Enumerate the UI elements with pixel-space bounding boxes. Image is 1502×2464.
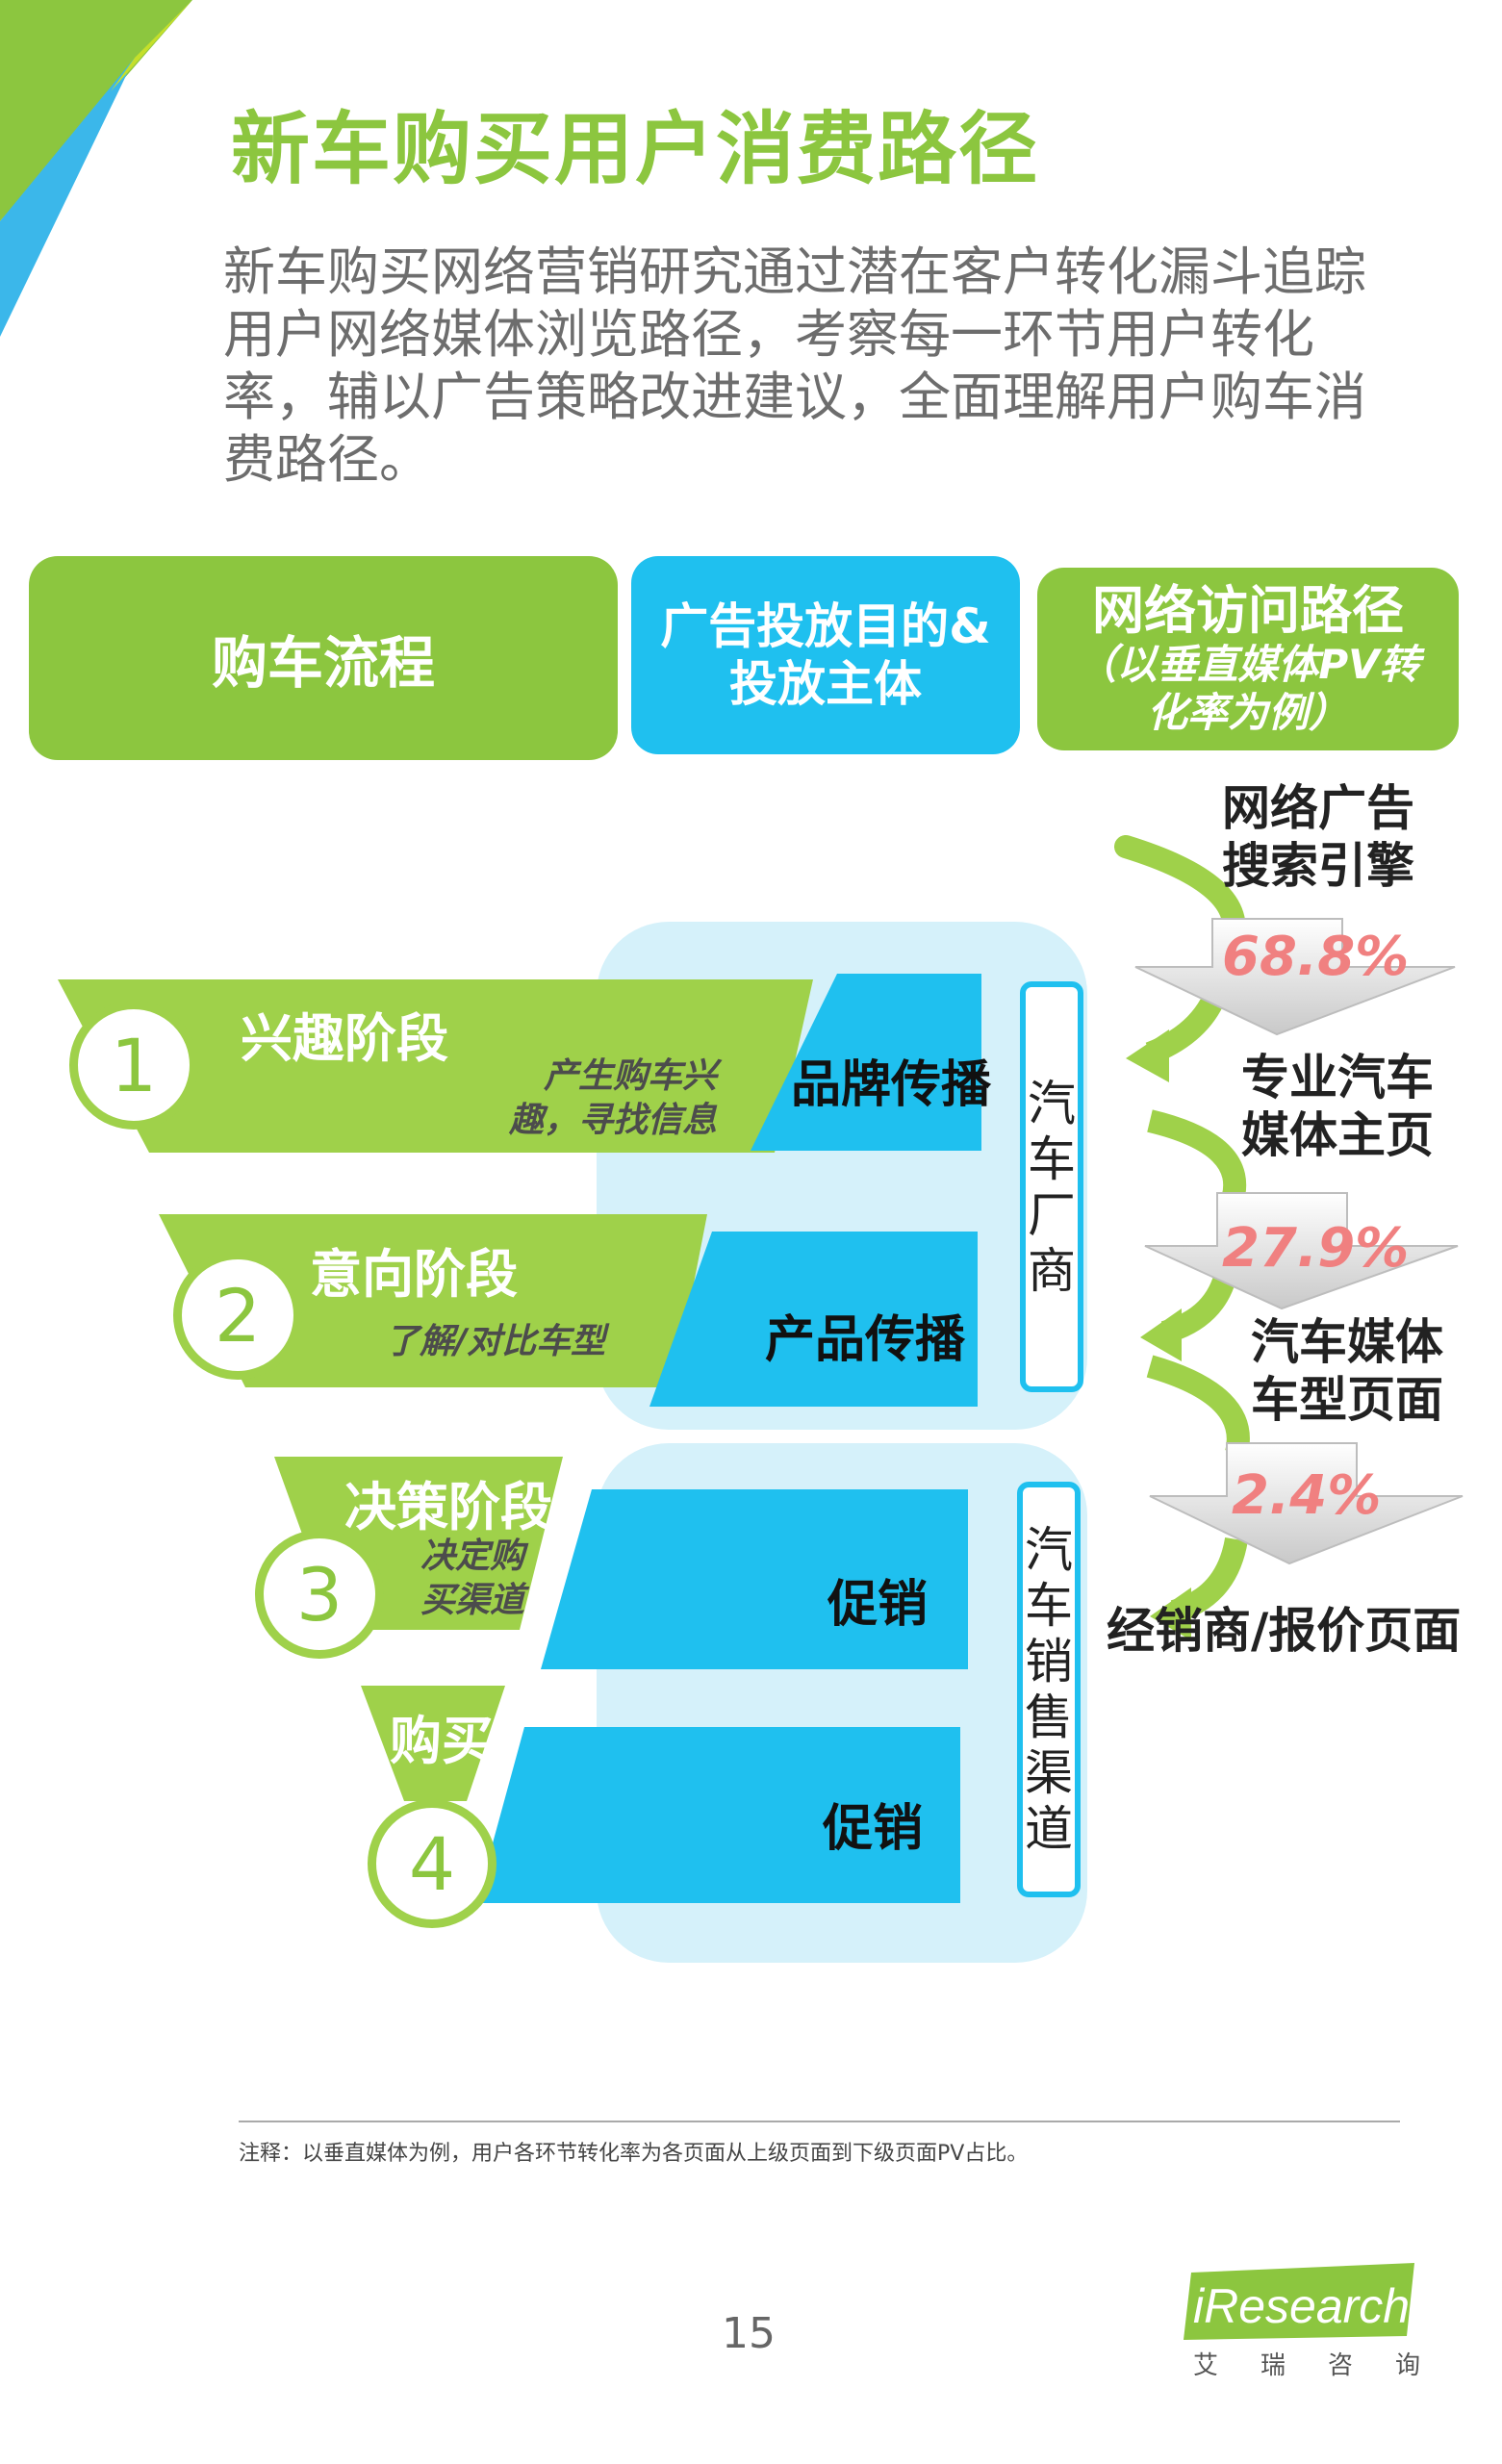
conversion-rate-2: 27.9% [1222, 1217, 1410, 1280]
conversion-rate-3: 2.4% [1232, 1464, 1382, 1527]
stage-1-name: 兴趣阶段 [241, 1008, 448, 1069]
action-3-label: 促销 [827, 1576, 929, 1634]
iresearch-logo: iResearch [1193, 2279, 1411, 2333]
stage-2-desc: 了解/对比车型 [385, 1322, 606, 1361]
path-node-dealer-page: 经销商/报价页面 [1107, 1603, 1462, 1659]
stage-1-banner [58, 979, 813, 1153]
column-header-process: 购车流程 [29, 556, 618, 760]
action-2-box [649, 1232, 978, 1407]
path-node-auto-media-home: 专业汽车媒体主页 [1241, 1050, 1434, 1163]
curve-arrow-2 [1147, 1109, 1247, 1207]
down-arrow-3 [1149, 1442, 1464, 1565]
action-1-box [751, 974, 981, 1151]
stage-3-number: 3 [255, 1530, 384, 1659]
stage-2-number: 2 [173, 1251, 302, 1380]
path-node-ads-search: 网络广告搜索引擎 [1222, 780, 1414, 894]
page-title: 新车购买用户消费路径 [231, 104, 1040, 195]
stage-4-number: 4 [368, 1799, 496, 1928]
action-4-box [476, 1727, 960, 1903]
stage-1-desc: 产生购车兴趣，寻找信息 [508, 1056, 717, 1140]
stage-1-number: 1 [69, 1001, 198, 1130]
conversion-rate-1: 68.8% [1222, 926, 1410, 988]
curve-arrow-3 [1146, 1355, 1250, 1456]
iresearch-logo-subtitle: 艾瑞咨询 [1193, 2351, 1464, 2380]
corner-decoration-lime [111, 0, 192, 91]
page-number: 15 [722, 2309, 776, 2358]
stage-2-name: 意向阶段 [310, 1244, 518, 1305]
down-arrow-1 [1134, 918, 1456, 1036]
action-3-box [541, 1489, 968, 1669]
intro-paragraph: 新车购买网络营销研究通过潜在客户转化漏斗追踪用户网络媒体浏览路径，考察每一环节用… [223, 241, 1366, 490]
stage-3-desc: 决定购买渠道 [420, 1537, 524, 1620]
path-node-model-page: 汽车媒体车型页面 [1251, 1314, 1443, 1428]
stage-3-name: 决策阶段 [344, 1477, 552, 1537]
actor-car-maker: 汽车厂商 [1020, 981, 1083, 1392]
logo-badge [1184, 2263, 1414, 2340]
stage-2-banner [159, 1214, 707, 1387]
column-header-web-path: 网络访问路径 （以垂直媒体PV转 化率为例） [1037, 568, 1459, 750]
stage-4-banner [361, 1686, 505, 1801]
corner-decoration-blue [0, 58, 135, 337]
action-4-label: 促销 [823, 1800, 924, 1858]
actor-car-dealer: 汽车销售渠道 [1017, 1482, 1081, 1897]
stage-4-name: 购买 [390, 1711, 494, 1771]
action-1-label: 品牌传播 [791, 1056, 992, 1114]
footnote: 注释：以垂直媒体为例，用户各环节转化率为各页面从上级页面到下级页面PV占比。 [239, 2142, 1029, 2166]
column-header-advertising: 广告投放目的&投放主体 [631, 556, 1020, 754]
action-2-label: 产品传播 [765, 1311, 966, 1369]
down-arrow-2 [1144, 1192, 1459, 1310]
